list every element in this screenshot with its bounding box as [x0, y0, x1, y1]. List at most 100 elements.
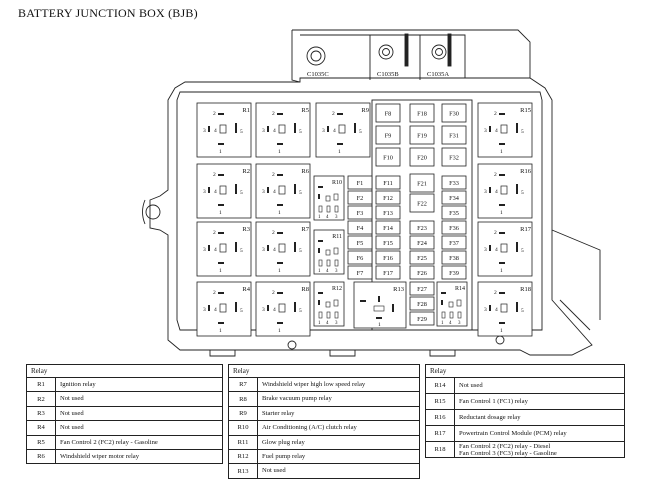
fuse-label: F16 — [383, 255, 393, 262]
legend-relay-description: Brake vacuum pump relay — [258, 395, 332, 402]
fuse-label: F33 — [449, 180, 459, 187]
legend-relay-id: R13 — [229, 464, 258, 478]
pin-label: 3 — [335, 269, 338, 274]
legend-relay-description: Fan Control 2 (FC2) relay - Gasoline — [56, 439, 158, 446]
pin-label: 2 — [272, 230, 275, 236]
pin-label: 2 — [213, 111, 216, 117]
pin-label: 4 — [333, 128, 336, 134]
fuse-label: F4 — [357, 225, 365, 232]
fuse-f19: F19 — [409, 125, 435, 145]
legend-relay-id: R16 — [426, 410, 455, 426]
pin-label: 4 — [214, 307, 217, 313]
fuse-label: F18 — [417, 110, 427, 117]
legend-row: R3 Not used — [27, 406, 222, 422]
fuse-f28: F28 — [409, 296, 435, 311]
legend-description-line: Starter relay — [262, 409, 295, 417]
legend-description-line: Fan Control 1 (FC1) relay — [459, 398, 528, 406]
relay-label: R15 — [520, 107, 531, 114]
pin-label: 4 — [495, 307, 498, 313]
legend-description-line: Not used — [262, 467, 286, 475]
legend-relay-description: Ignition relay — [56, 381, 96, 388]
pin-label: 3 — [322, 128, 325, 134]
fuse-label: F31 — [449, 132, 459, 139]
fuse-f12: F12 — [375, 190, 401, 205]
diagram-title: BATTERY JUNCTION BOX (BJB) — [18, 6, 198, 20]
fuse-f4: F4 — [347, 220, 373, 235]
legend-relay-id: R4 — [27, 421, 56, 435]
legend-header: Relay — [229, 365, 419, 378]
fuse-f15: F15 — [375, 235, 401, 250]
pin-label: 1 — [378, 322, 381, 328]
pin-label: 2 — [494, 172, 497, 178]
legend-relay-description: Not used — [455, 382, 483, 389]
relay-label: R16 — [520, 168, 532, 175]
legend-description-line: Not used — [60, 409, 84, 417]
pin-label: 3 — [203, 189, 206, 195]
legend-relay-id: R14 — [426, 378, 455, 394]
fuse-f21: F21 — [409, 173, 435, 193]
fuse-label: F29 — [417, 316, 427, 323]
pin-label: 1 — [278, 268, 281, 274]
fuse-label: F28 — [417, 301, 427, 308]
fuse-label: F36 — [449, 225, 459, 232]
fuse-label: F19 — [417, 132, 427, 139]
legend-description-line: Fan Control 2 (FC2) relay - Gasoline — [60, 438, 158, 446]
pin-label: 2 — [272, 172, 275, 178]
pin-label: 3 — [484, 128, 487, 134]
legend-description-line: Not used — [459, 381, 483, 389]
pin-label: 3 — [484, 307, 487, 313]
fuse-label: F15 — [383, 240, 393, 247]
pin-label: 4 — [214, 247, 217, 253]
fuse-label: F34 — [449, 195, 460, 202]
pin-label: 4 — [449, 321, 452, 326]
pin-label: 3 — [484, 189, 487, 195]
fuse-f10: F10 — [375, 147, 401, 167]
fuse-label: F35 — [449, 210, 459, 217]
fuse-f9: F9 — [375, 125, 401, 145]
pin-label: 2 — [332, 111, 335, 117]
legend-relay-description: Windshield wiper high low speed relay — [258, 381, 365, 388]
legend-relay-id: R3 — [27, 406, 56, 421]
pin-label: 1 — [278, 328, 281, 334]
fuse-label: F24 — [417, 240, 428, 247]
pin-label: 5 — [299, 129, 302, 135]
relay-label: R3 — [242, 226, 250, 233]
fuse-f14: F14 — [375, 220, 401, 235]
fuse-label: F9 — [385, 132, 392, 139]
fuse-f7: F7 — [347, 265, 373, 280]
fuse-f2: F2 — [347, 190, 373, 205]
relay-label: R11 — [332, 234, 342, 240]
fuse-f23: F23 — [409, 220, 435, 235]
relay-label: R14 — [455, 286, 465, 292]
legend-relay-description: Powertrain Control Module (PCM) relay — [455, 430, 567, 437]
fuse-f35: F35 — [441, 205, 467, 220]
legend-relay-id: R7 — [229, 378, 258, 392]
legend-relay-id: R10 — [229, 421, 258, 435]
fuse-label: F38 — [449, 255, 459, 262]
pin-label: 1 — [500, 268, 503, 274]
legend-header: Relay — [426, 365, 624, 378]
relay-label: R6 — [301, 168, 309, 175]
pin-label: 2 — [213, 230, 216, 236]
pin-label: 1 — [219, 149, 222, 155]
fuse-label: F11 — [383, 180, 393, 187]
pin-label: 1 — [219, 328, 222, 334]
